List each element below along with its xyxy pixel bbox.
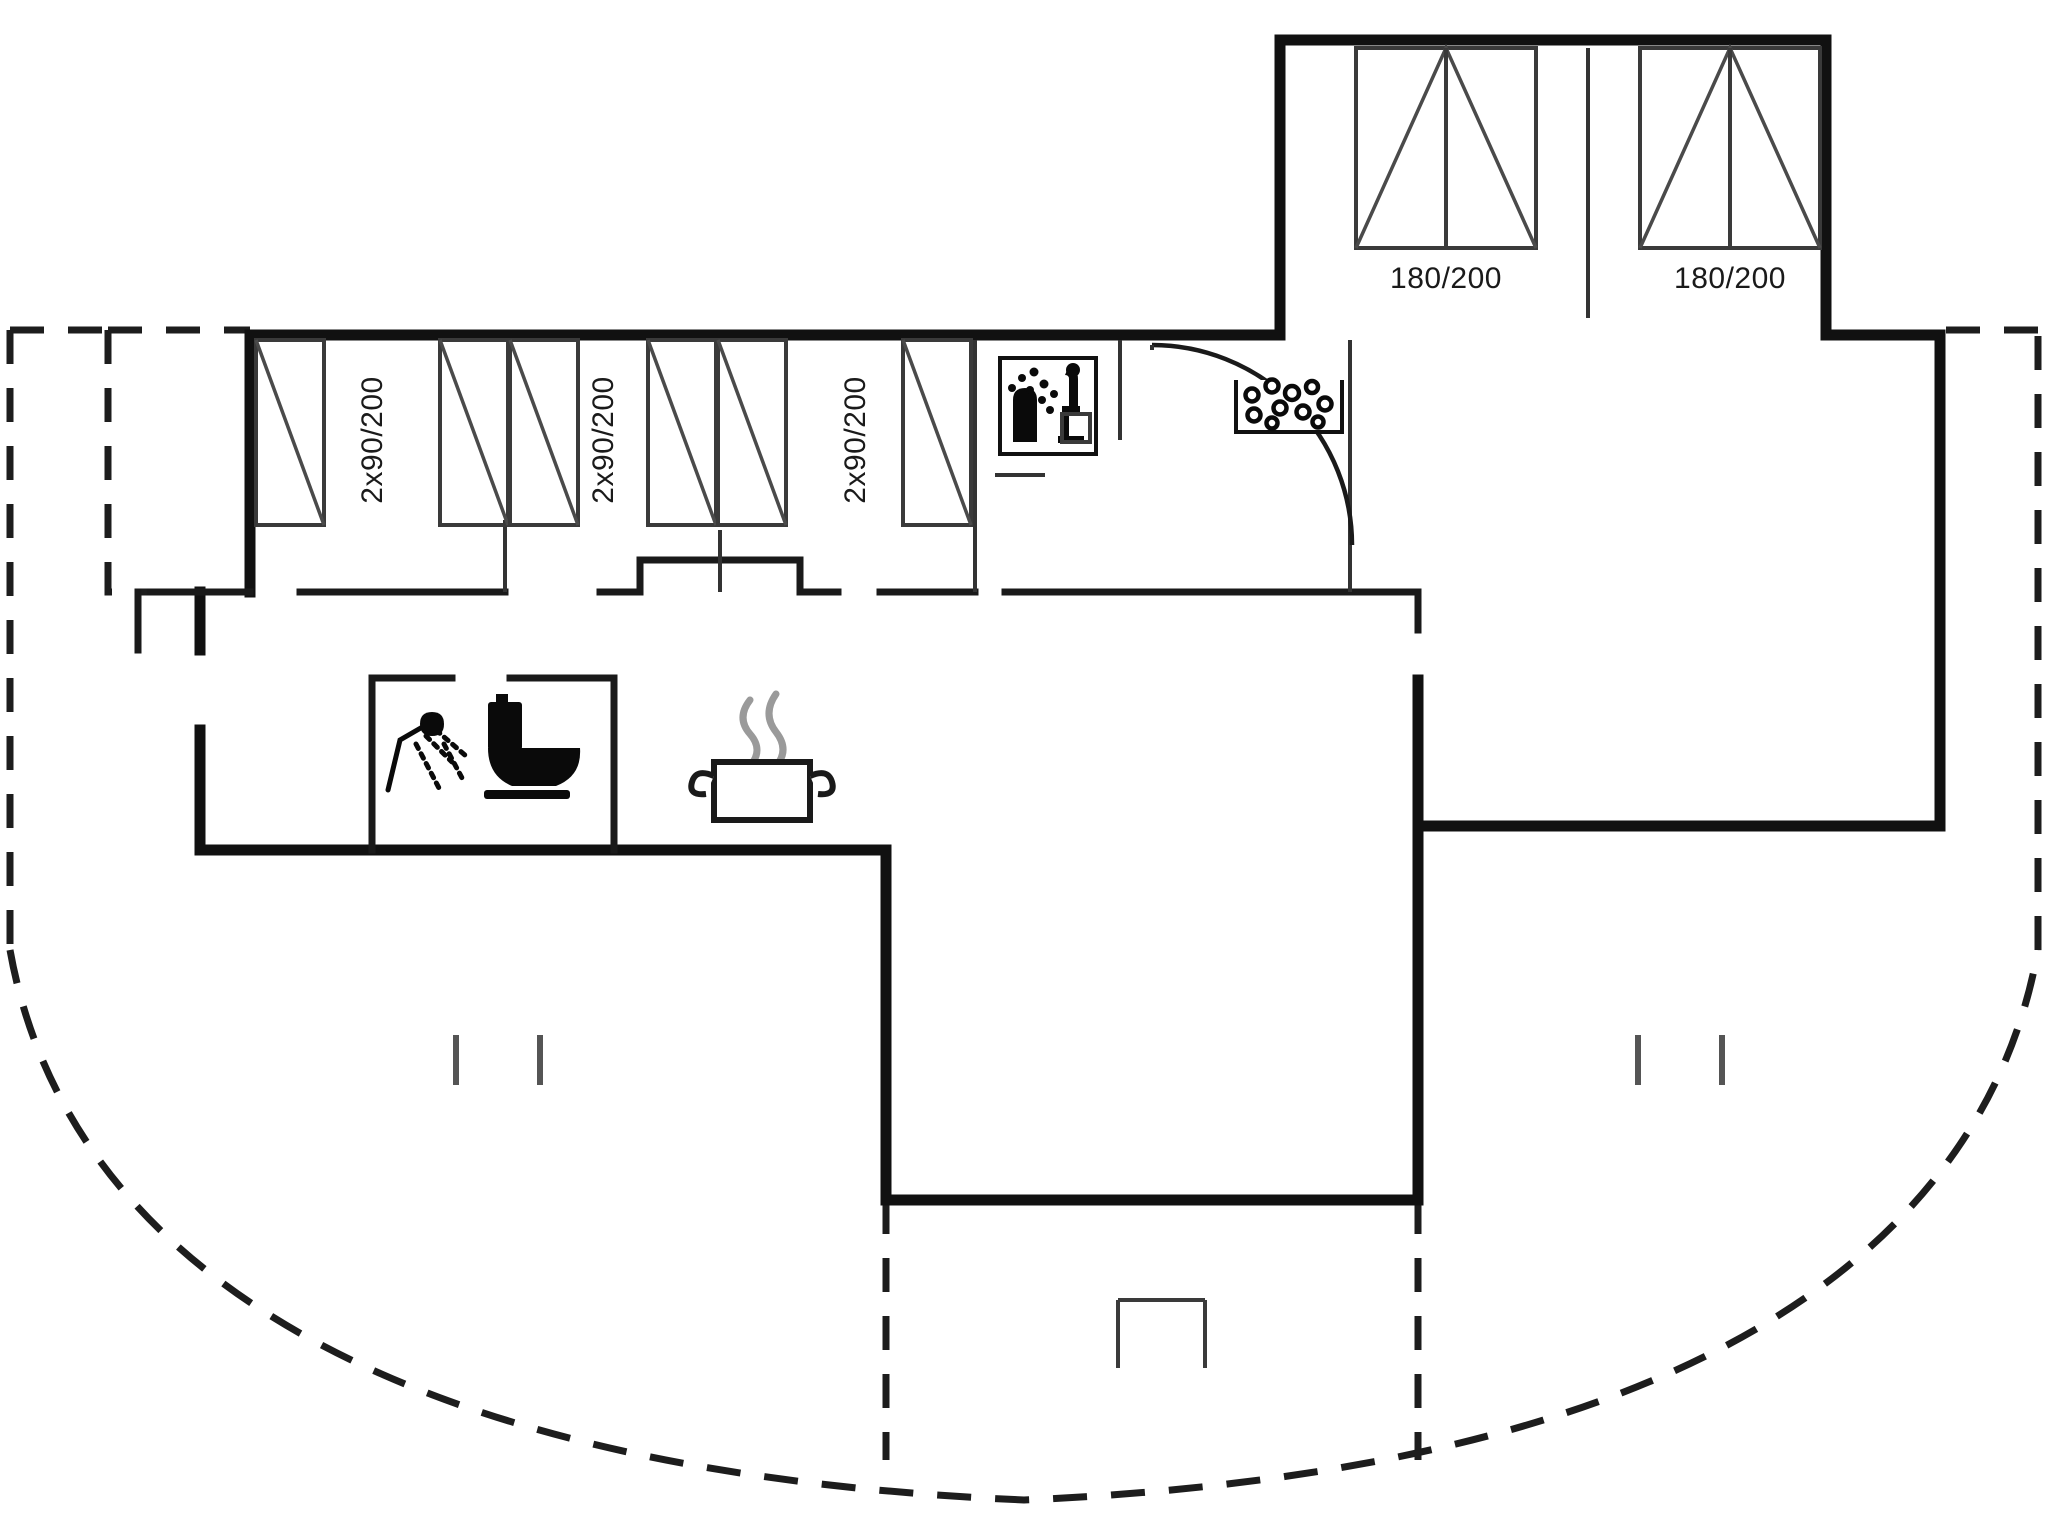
bed-label-room-two: 2x90/200 bbox=[587, 376, 620, 503]
sauna-icon bbox=[998, 356, 1098, 456]
bed-label-upper-right: 180/200 bbox=[1674, 262, 1786, 295]
bedroom-three-beds: 2x90/200 bbox=[839, 338, 973, 527]
bed-label-room-three: 2x90/200 bbox=[839, 376, 872, 503]
main-body-walls bbox=[194, 329, 1946, 1206]
sauna-room bbox=[995, 356, 1098, 477]
bed-label-upper-left: 180/200 bbox=[1390, 262, 1502, 295]
bed-upper-right: 180/200 bbox=[1638, 43, 1822, 295]
whirlpool-room bbox=[1150, 342, 1355, 546]
bathroom bbox=[368, 674, 618, 854]
upper-wing-walls bbox=[1274, 34, 1832, 341]
whirlpool-icon bbox=[1234, 377, 1344, 434]
bed-label-room-one: 2x90/200 bbox=[356, 376, 389, 503]
terrace-post-marks bbox=[453, 1035, 1725, 1085]
bed-upper-left: 180/200 bbox=[1354, 43, 1538, 295]
terrace-outline bbox=[6, 326, 2042, 1504]
kitchen-icon bbox=[688, 690, 836, 823]
bedroom-partitions bbox=[134, 340, 1422, 654]
shower-icon bbox=[385, 712, 469, 793]
outdoor-step bbox=[1116, 1298, 1207, 1368]
bedroom-two-beds: 2x90/200 bbox=[508, 338, 788, 527]
toilet-icon bbox=[484, 694, 581, 799]
door-swing-arc bbox=[1151, 342, 1355, 546]
bedroom-one-beds: 2x90/200 bbox=[254, 338, 510, 527]
